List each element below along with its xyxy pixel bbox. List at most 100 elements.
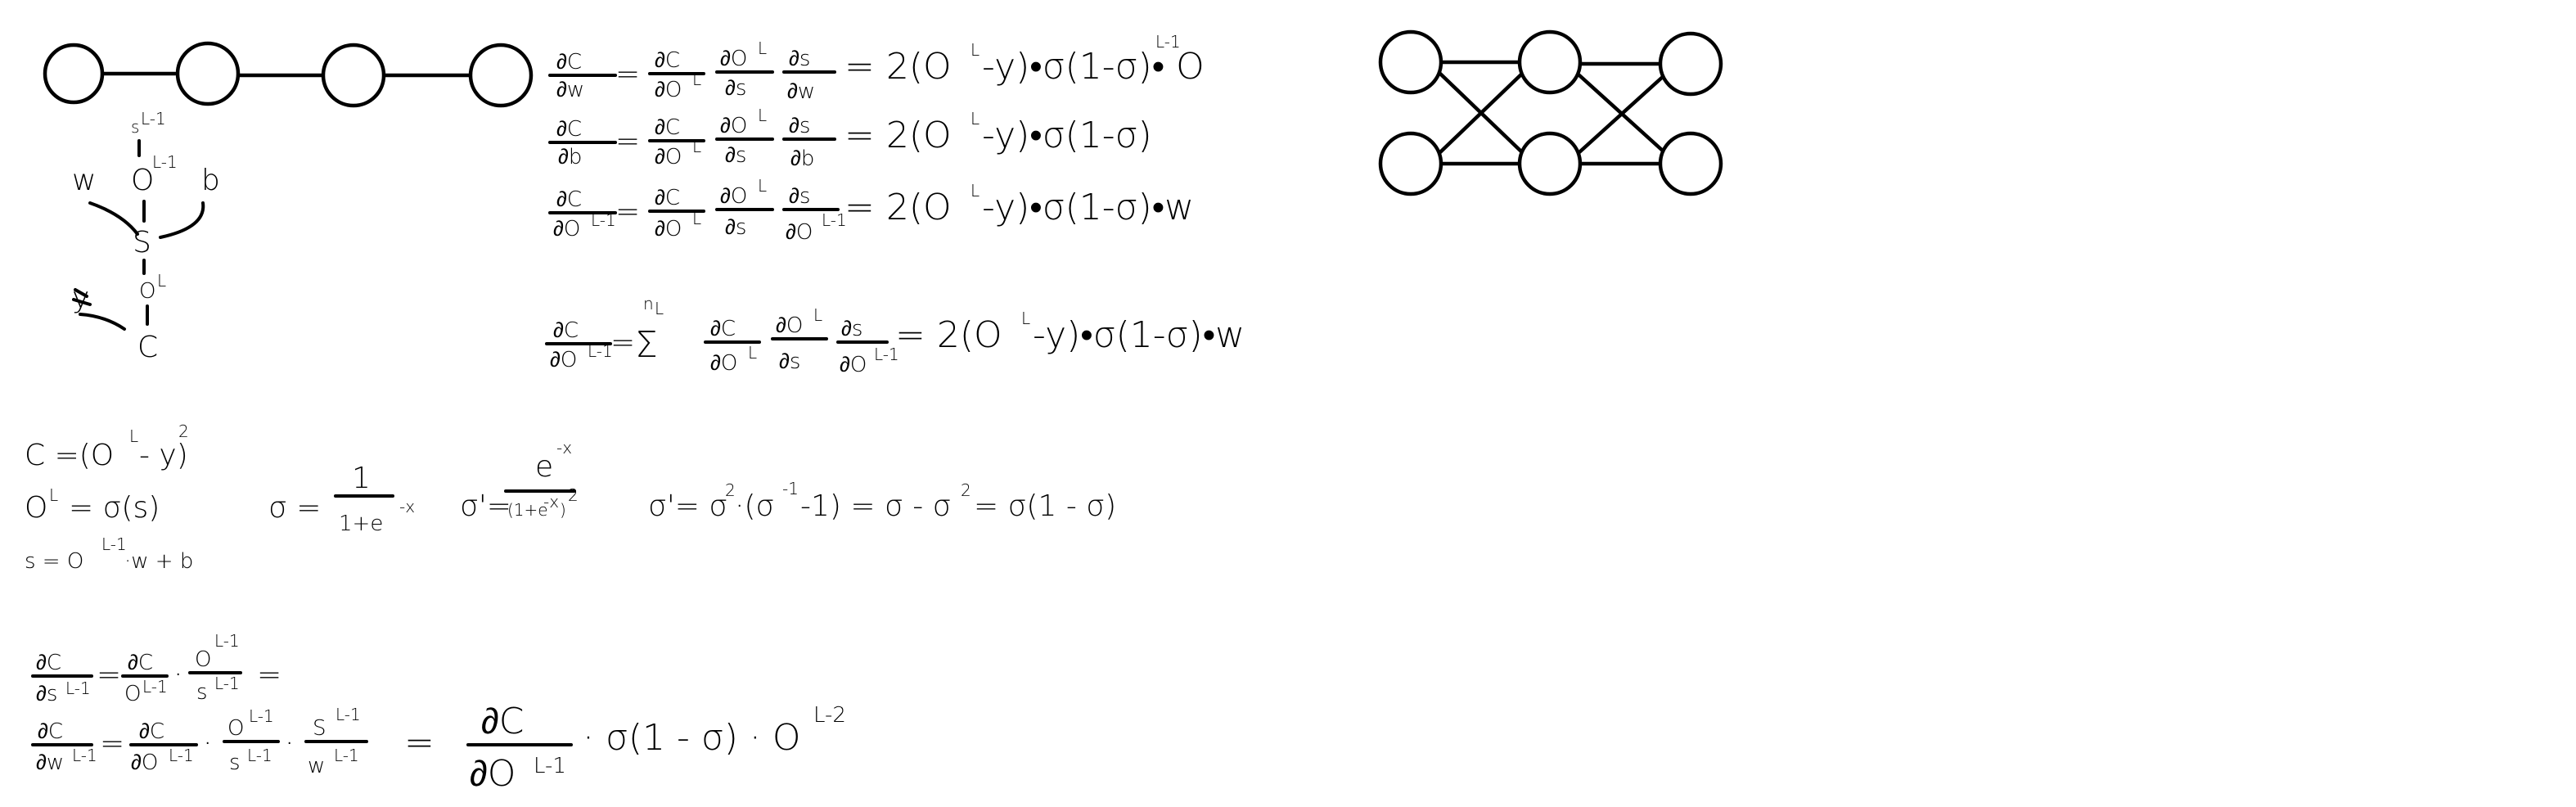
frac-num: ∂O [720, 184, 747, 209]
eq-dc-do: ∂C ∂O L-1 = ∂C ∂O L ∂O L ∂s ∂s ∂O L-1 = … [548, 176, 1194, 245]
rhs-tail: -y)•σ(1-σ)•w [1033, 314, 1245, 356]
sup: L-2 [813, 703, 846, 728]
label-o: O [139, 279, 155, 304]
dot: · [173, 658, 182, 692]
frac-num: ∂C [481, 701, 524, 742]
frac-num: ∂C [655, 115, 680, 140]
equals: = [404, 722, 435, 764]
sum-symbol: Σ [635, 324, 658, 366]
frac-num: ∂s [841, 317, 862, 341]
sup: L-1 [591, 210, 616, 230]
equals: = [100, 727, 124, 760]
frac-den: ∂O [840, 353, 867, 377]
equals: = [615, 124, 640, 158]
frac-num: ∂C [710, 317, 736, 341]
sigp2-lhs: σ'= σ [648, 489, 727, 523]
network-diagram [1378, 29, 1723, 196]
definitions: C =(O L - y) 2 O L = σ(s) s = O L-1 ·w +… [25, 422, 193, 574]
label-c: C [137, 331, 158, 364]
equals: = [610, 326, 635, 359]
sup: L-1 [874, 345, 899, 364]
frac-den: ∂O [470, 753, 516, 795]
frac-num: ∂C [553, 318, 579, 343]
sup: L [49, 485, 58, 505]
neuron-chain [43, 41, 534, 108]
dot: · [203, 727, 212, 760]
frac-den: ∂O [655, 78, 682, 102]
sup: L [758, 106, 767, 125]
def-pre-tail: ·w + b [124, 549, 193, 574]
sup: L-1 [822, 210, 847, 230]
computation-graph: s L-1 O L-1 w b S O L y C [72, 109, 220, 364]
frac-den: ∂b [558, 145, 582, 169]
sup: L-1 [72, 746, 97, 765]
frac-num: ∂C [36, 651, 61, 675]
rhs: = 2(O [895, 314, 1002, 356]
net-node [1658, 31, 1723, 97]
frac-num: ∂C [128, 651, 153, 675]
sup: L [813, 305, 822, 325]
net-node [1517, 131, 1583, 196]
sup: 2 [178, 422, 189, 441]
sup: L [692, 209, 701, 228]
net-node [1517, 29, 1583, 95]
sup: L [692, 70, 701, 89]
label-o-prev: O [131, 164, 154, 197]
net-node [1658, 131, 1723, 196]
chain-node [468, 43, 534, 108]
sigp2-end: = σ(1 - σ) [974, 489, 1116, 523]
frac-den: ∂O [131, 751, 158, 775]
frac-den: ∂w [36, 751, 64, 775]
frac-num: ∂C [655, 48, 680, 73]
rhs-tail: -y)•σ(1-σ) [982, 115, 1152, 156]
sup: L-1 [249, 706, 274, 726]
sum-upper: n [643, 294, 654, 313]
frac-num: ∂C [556, 50, 582, 74]
label-w: w [72, 164, 96, 197]
dot: · [285, 727, 294, 760]
frac-den: s [196, 680, 208, 705]
frac-num: ∂C [38, 719, 63, 744]
graph-edge-y [79, 313, 126, 331]
rhs: = 2(O [844, 46, 952, 88]
frac-num: ∂C [139, 719, 164, 744]
bottom-derivation: ∂C ∂s L-1 = ∂C O L-1 · O L-1 s L-1 = ∂C … [31, 631, 846, 795]
frac-den: (1+e [507, 500, 548, 520]
sup: L-1 [169, 746, 194, 765]
y-scribble [72, 288, 92, 306]
frac-num: ∂s [789, 184, 810, 209]
rhs: = 2(O [844, 187, 952, 228]
sup: L-1 [214, 674, 240, 693]
sup: L [758, 38, 767, 58]
sig-lhs: σ = [268, 491, 321, 525]
sigmoid-derivation: σ = 1 1+e -x σ'= e -x (1+e -x ) 2 σ'= σ … [268, 438, 1116, 536]
label-b: b [201, 164, 220, 197]
frac-num: ∂O [720, 47, 747, 71]
derivative-equations: ∂C ∂w = ∂C ∂O L ∂O L ∂s ∂s ∂w = 2(O L -y… [545, 32, 1245, 377]
frac-num: ∂C [556, 117, 582, 142]
frac-num: O [195, 647, 211, 672]
def-cost: C =(O [25, 439, 114, 472]
equals: = [257, 658, 281, 692]
frac-num: ∂O [776, 313, 803, 338]
frac-num: ∂s [789, 47, 810, 71]
frac-den: ∂s [36, 682, 57, 706]
frac-den: ∂O [786, 220, 813, 245]
rhs-tail: -y)•σ(1-σ)• O [982, 46, 1205, 88]
sigp-lhs: σ'= [460, 489, 511, 523]
equals: = [97, 658, 121, 692]
frac-num: ∂C [556, 187, 582, 212]
frac-den: ∂O [655, 217, 682, 241]
frac-num: 1 [352, 462, 371, 495]
frac-den: ∂w [787, 79, 815, 104]
sup: L-1 [65, 679, 91, 698]
frac-num: S [313, 716, 327, 741]
sup: -x [543, 492, 559, 512]
sup: L [971, 109, 980, 128]
frac-den: ∂O [710, 351, 737, 376]
eq-dc-do-sum: ∂C ∂O L-1 = Σ n L ∂C ∂O L ∂O L ∂s ∂s ∂O … [545, 294, 1245, 377]
label-s-prev-sup: L-1 [141, 109, 166, 128]
frac-den: 1+e [339, 512, 383, 536]
rhs: = 2(O [844, 115, 952, 156]
